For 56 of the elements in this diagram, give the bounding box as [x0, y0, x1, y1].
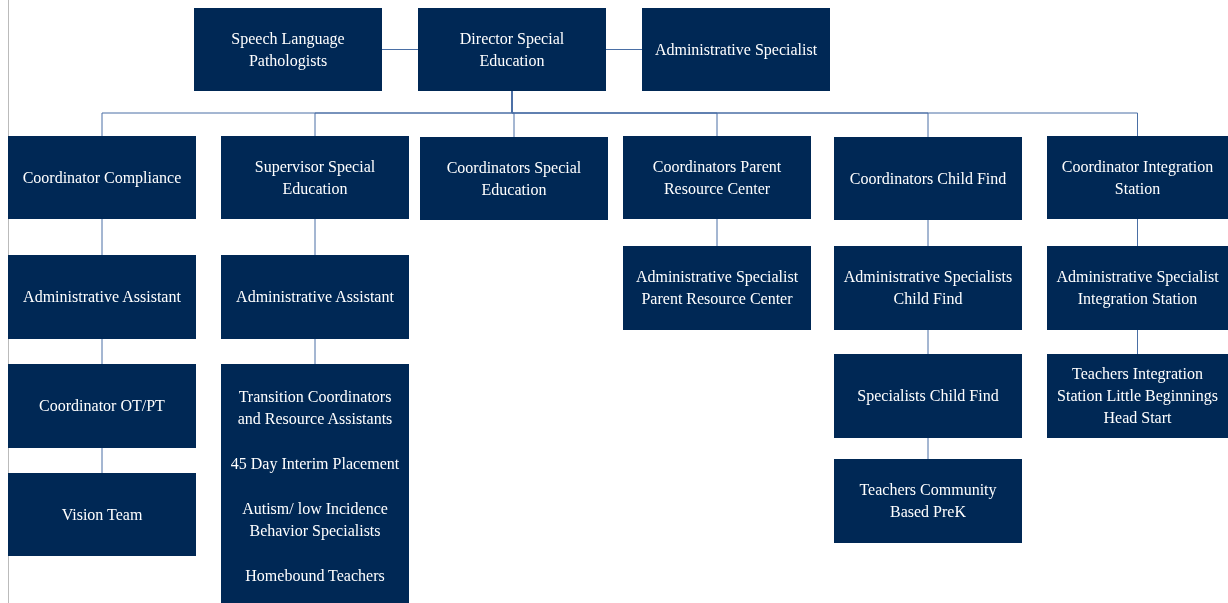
- org-box: [834, 246, 1022, 330]
- org-box: [834, 354, 1022, 438]
- connector-line: [927, 329, 929, 355]
- org-box: [8, 473, 196, 556]
- connector-line: [314, 338, 316, 365]
- role-title: Teachers Integration Station Little Beginnings Head Start: [1056, 364, 1219, 428]
- org-box: [834, 137, 1022, 220]
- role-title: Administrative Assistant: [23, 287, 181, 307]
- connector-line: [1137, 329, 1138, 355]
- org-box: [8, 136, 196, 219]
- role-title: Autism/ low Incidence Behavior Specialists: [241, 499, 389, 542]
- org-box: [1047, 354, 1228, 438]
- connector-line: [101, 218, 103, 256]
- connector-line: [101, 447, 103, 474]
- connector-line: [605, 49, 643, 50]
- connector-line: [314, 218, 316, 256]
- role-title: Homebound Teachers: [245, 566, 385, 587]
- org-box: [8, 255, 196, 339]
- org-box: [623, 246, 811, 330]
- role-title: Transition Coordinators and Resource Assistants: [236, 386, 394, 429]
- org-box: [420, 137, 608, 220]
- role-title: Specialists Child Find: [857, 386, 999, 407]
- org-box: [221, 136, 409, 219]
- org-box: [194, 8, 382, 91]
- connector-line: [381, 49, 419, 50]
- org-box: [221, 364, 409, 603]
- connector-line: [716, 218, 718, 247]
- role-title: Coordinator Compliance: [22, 167, 182, 189]
- connector-line: [1137, 218, 1138, 247]
- org-box: [1047, 246, 1228, 330]
- role-title: Speech Language Pathologists: [230, 28, 346, 72]
- role-title: Teachers Community Based PreK: [858, 480, 998, 522]
- role-title: Administrative Specialist Parent Resource Center: [634, 267, 800, 309]
- role-title: Administrative Assistant: [236, 287, 394, 307]
- role-title: Coordinators Child Find: [849, 168, 1007, 189]
- role-title: 45 Day Interim Placement: [230, 453, 400, 475]
- org-box: [8, 364, 196, 448]
- role-title: Director Special Education: [458, 28, 566, 71]
- role-title: Coordinator Integration Station: [1060, 156, 1215, 199]
- org-box: [834, 459, 1022, 543]
- org-box: [418, 8, 606, 91]
- role-title: Coordinator OT/PT: [39, 396, 165, 416]
- connector-line: [101, 338, 103, 365]
- role-title: Supervisor Special Education: [253, 156, 377, 199]
- role-title: Coordinators Parent Resource Center: [651, 156, 783, 199]
- role-title: Vision Team: [61, 504, 143, 525]
- org-box: [1047, 136, 1228, 219]
- connector-line: [927, 437, 929, 460]
- role-title: Administrative Specialist Integration Station: [1055, 267, 1220, 310]
- role-title: Administrative Specialists Child Find: [842, 267, 1014, 309]
- org-box: [623, 136, 811, 219]
- org-box: [642, 8, 830, 91]
- connector-line: [927, 219, 929, 247]
- org-box: [221, 255, 409, 339]
- role-title: Coordinators Special Education: [445, 157, 583, 200]
- role-title: Administrative Specialist: [654, 39, 818, 61]
